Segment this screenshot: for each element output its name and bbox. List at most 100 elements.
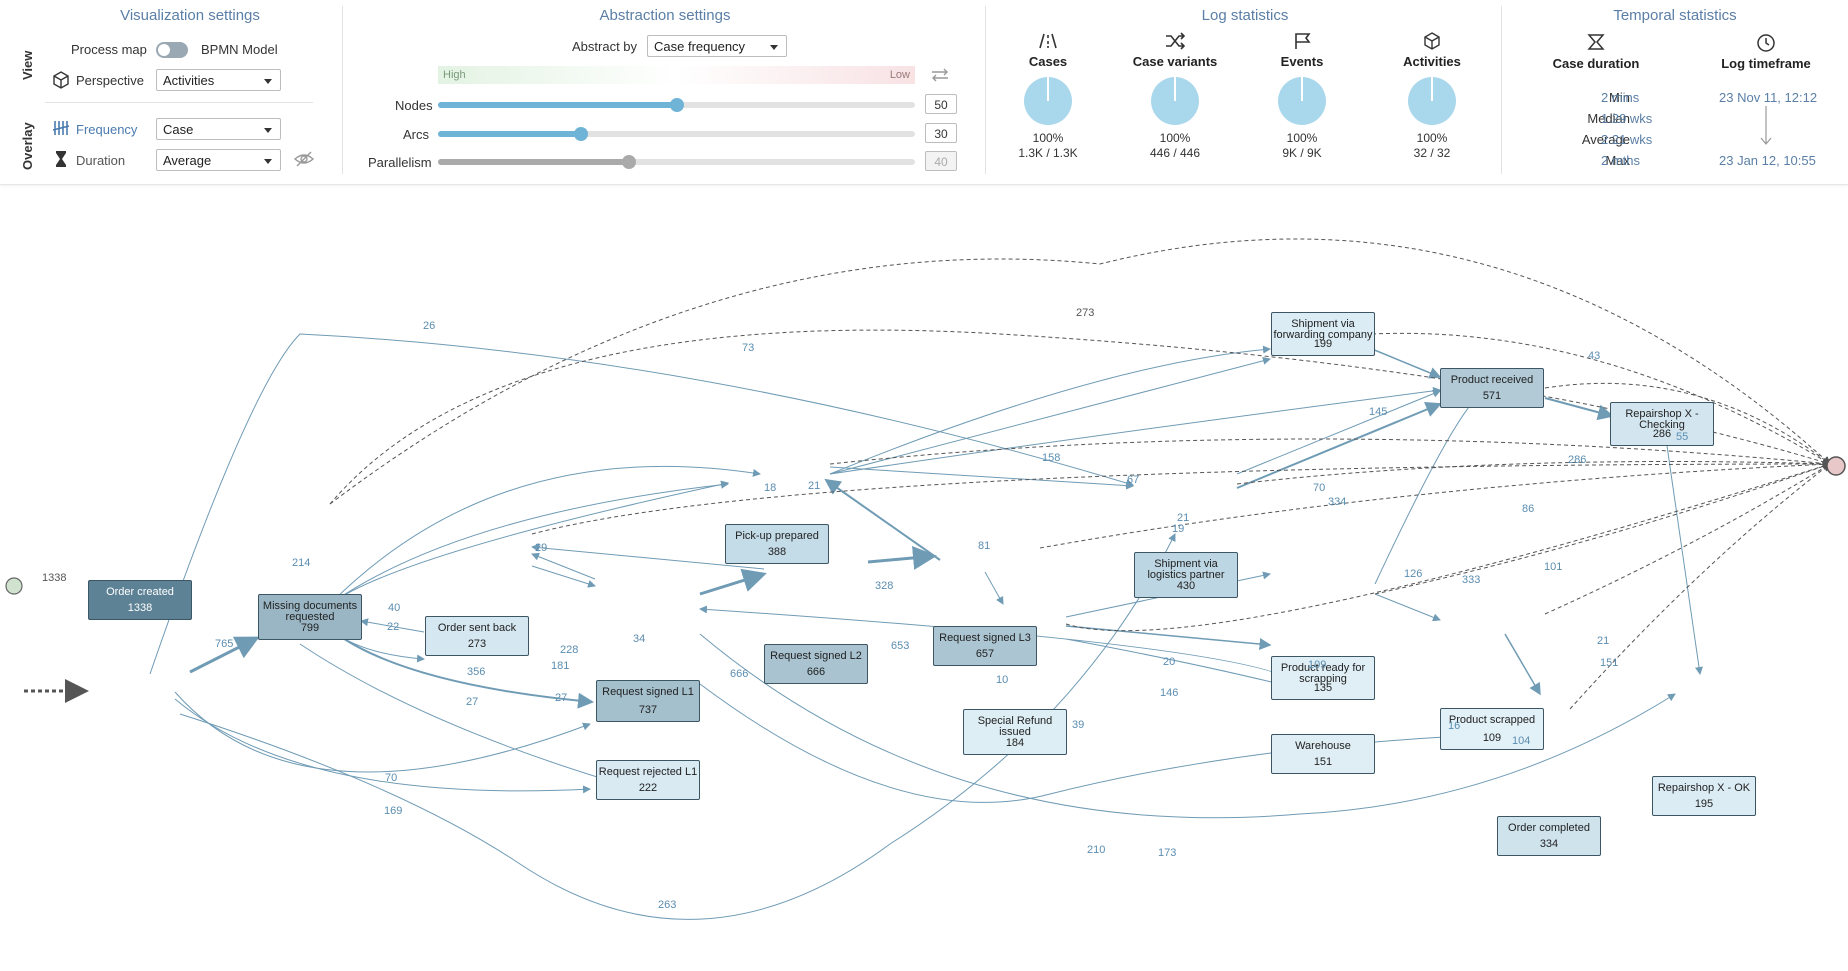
edge-label: 27 [466,696,479,708]
viz-settings-title: Visualization settings [120,7,260,24]
edge-label: 146 [1160,687,1179,699]
node-label: Warehouse [1295,740,1351,752]
stat-pct: 100% [1032,131,1064,145]
edge-label: 169 [384,805,403,817]
edge-label: 334 [1328,496,1347,508]
edge-label: 210 [1087,844,1106,856]
node-count: 286 [1652,428,1672,440]
node-label: Pick-up prepared [735,530,819,542]
node-label: Missing documents requested [262,600,358,623]
edge-label: 40 [388,602,401,614]
view-section-label: View [20,50,35,80]
frequency-select[interactable]: Case [156,118,281,140]
edge-label: 21 [808,480,821,492]
node-label: Product ready for scrapping [1280,662,1366,685]
edge-label: 765 [215,638,234,650]
cube-icon [53,71,69,89]
stat-pct: 100% [1159,131,1191,145]
perspective-select[interactable]: Activities [156,69,281,91]
node-count: 430 [1176,580,1196,592]
frequency-value: Case [163,122,194,137]
nodes-slider[interactable] [438,98,915,112]
arcs-slider[interactable] [438,127,915,141]
timeframe-end: 23 Jan 12, 10:55 [1719,153,1816,168]
parallelism-input[interactable]: 40 [925,151,957,171]
stat-ratio: 446 / 446 [1149,146,1201,160]
node-count: 222 [638,782,658,794]
parallelism-slider[interactable] [438,155,915,169]
edge-label: 21 [1177,512,1190,524]
log-timeframe-heading: Log timeframe [1721,56,1811,71]
clock-icon [1757,34,1775,52]
duration-value: Average [163,153,212,168]
duration-label[interactable]: Duration [76,153,126,168]
node-label: Product received [1450,374,1534,386]
edge-label: 653 [891,640,910,652]
abstract-by-select[interactable]: Case frequency [647,35,787,57]
edge-label: 70 [1313,482,1326,494]
stat-ratio: 32 / 32 [1413,146,1451,160]
edge-label: 286 [1568,454,1587,466]
edge-label: 67 [1127,474,1140,486]
frequency-icon [52,121,70,135]
start-node[interactable] [5,577,23,595]
arcs-input[interactable]: 30 [925,123,957,143]
node-label: Shipment via forwarding company [1273,318,1373,341]
separator [985,6,986,174]
stat-ratio: 9K / 9K [1282,146,1322,160]
edge-label: 145 [1369,406,1388,418]
node-label: Repairshop X - Checking [1625,408,1699,431]
node-label: Special Refund issued [977,715,1053,738]
node-label: Order sent back [437,622,517,634]
edge-label: 328 [875,580,894,592]
average-value: 2.21 wks [1601,132,1653,147]
node-count: 199 [1313,338,1333,350]
min-value: 2 mins [1601,90,1640,105]
average-label: Average [1581,132,1630,147]
edge-label: 86 [1522,503,1535,515]
node-label: Request signed L2 [770,650,862,662]
end-node[interactable] [1826,456,1846,476]
frequency-label[interactable]: Frequency [76,122,138,137]
nodes-input[interactable]: 50 [925,94,957,114]
edge-label: 16 [1448,720,1461,732]
stat-events: Events 100% 9K / 9K [1242,32,1362,161]
node-label: Repairshop X - OK [1657,782,1751,794]
edge-label: 27 [555,692,568,704]
max-label: Max [1605,153,1630,168]
activity-node-product-received[interactable]: Product received 571 [1440,368,1544,408]
stat-pie [1151,77,1199,125]
cube-icon [1424,32,1440,50]
median-value: 1.29 wks [1601,111,1653,126]
edge-label: 263 [658,899,677,911]
overlay-section-label: Overlay [20,122,35,170]
swap-icon[interactable] [930,67,950,83]
node-count: 334 [1539,838,1559,850]
eye-slash-icon[interactable] [293,150,315,168]
edge-label: 26 [423,320,436,332]
edge-label: 73 [742,342,755,354]
node-count: 571 [1482,390,1502,402]
edge-label: 666 [730,668,749,680]
shuffle-icon [1166,32,1186,50]
view-toggle[interactable] [156,42,188,58]
duration-select[interactable]: Average [156,149,281,171]
